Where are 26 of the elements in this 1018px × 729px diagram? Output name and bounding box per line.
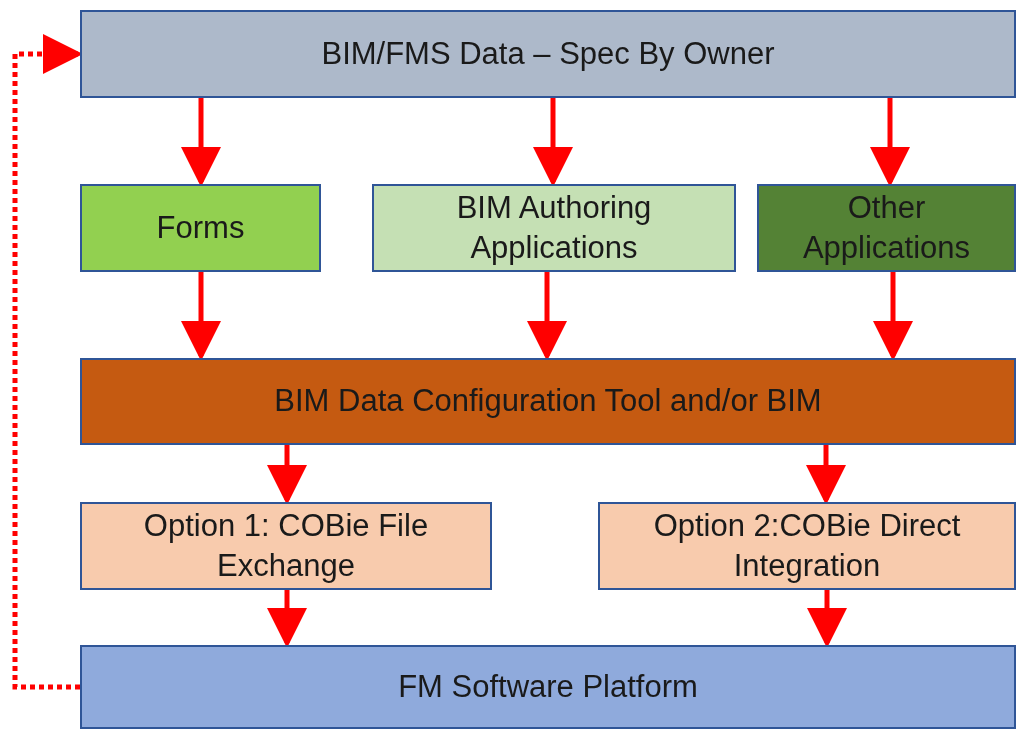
box-label: Option 2:COBie Direct Integration	[652, 506, 962, 585]
process-box	[757, 184, 1016, 272]
box-label: Forms	[155, 208, 246, 247]
box-label: BIM Authoring Applications	[455, 188, 653, 267]
process-box	[598, 502, 1016, 590]
arrow	[533, 98, 573, 187]
box-label: Option 1: COBie File Exchange	[142, 506, 430, 585]
arrow	[267, 590, 307, 648]
process-box	[80, 184, 321, 272]
box-label: FM Software Platform	[397, 667, 699, 706]
arrow	[870, 98, 910, 187]
box-label: BIM/FMS Data – Spec By Owner	[320, 34, 776, 73]
arrow	[873, 272, 913, 361]
arrow	[267, 445, 307, 505]
process-box	[372, 184, 736, 272]
process-box	[80, 10, 1016, 98]
process-box	[80, 502, 492, 590]
arrow	[181, 98, 221, 187]
process-box	[80, 358, 1016, 445]
arrow	[527, 272, 567, 361]
arrow	[806, 445, 846, 505]
box-label: BIM Data Configuration Tool and/or BIM	[273, 382, 823, 421]
arrow	[807, 590, 847, 648]
arrow	[181, 272, 221, 361]
process-box	[80, 645, 1016, 729]
box-label: Other Applications	[801, 188, 972, 267]
